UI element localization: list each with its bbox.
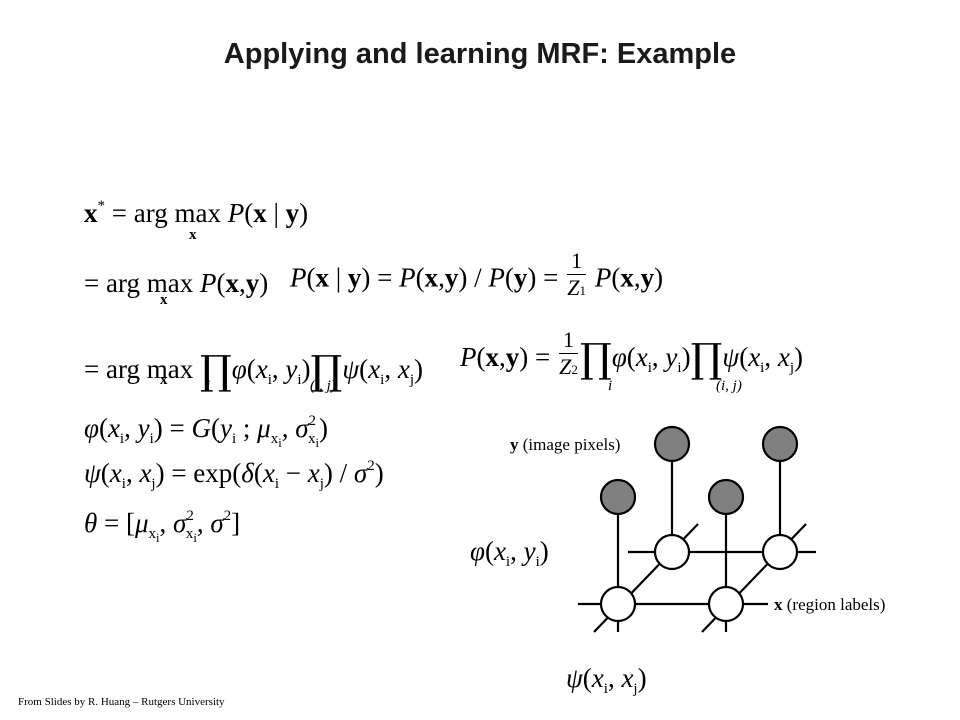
slide-title: Applying and learning MRF: Example (223, 38, 737, 70)
equation-psi-definition: ψ(xi, xj) = exp(δ(xi − xj) / σ2) (84, 458, 384, 492)
product-index-ij-2: (i, j) (716, 378, 742, 394)
node-x-2 (761, 533, 799, 571)
mrf-graph-diagram: y (image pixels) x (region labels) (510, 425, 885, 633)
equation-phi-definition: φ(xi, yi) = G(yi ; μxi, σ2xi) (84, 413, 328, 450)
node-y-4 (707, 478, 745, 516)
node-x-3 (599, 585, 637, 623)
equation-argmax-joint: = arg max P(x,y) (84, 268, 269, 298)
psi-edge-label: ψ(xi, xj) (566, 663, 647, 697)
y-nodes-label: y (image pixels) (510, 435, 620, 454)
observed-nodes (599, 425, 799, 516)
product-index-i-2: i (608, 378, 613, 394)
node-y-3 (599, 478, 637, 516)
node-y-2 (761, 425, 799, 463)
product-index-ij: (i, j) (310, 378, 336, 394)
slide-credit: From Slides by R. Huang – Rutgers Univer… (18, 696, 225, 708)
equation-argmax-product: = arg max ∏φ(xi, yi)∏ψ(xi, xj) (84, 348, 423, 394)
argmax-subscript-3: x (160, 372, 168, 388)
hidden-nodes (599, 533, 799, 623)
equation-theta-parameters: θ = [μxi, σ2xi, σ2] (84, 508, 241, 545)
argmax-subscript-2: x (160, 292, 168, 308)
equation-map-estimate: x* = arg max P(x | y) (84, 198, 309, 228)
x-nodes-label: x (region labels) (774, 595, 885, 614)
product-index-i: i (206, 378, 211, 394)
phi-node-label: φ(xi, yi) (470, 536, 549, 570)
node-x-1 (653, 533, 691, 571)
argmax-subscript-1: x (189, 227, 197, 243)
node-y-1 (653, 425, 691, 463)
node-x-4 (707, 585, 745, 623)
